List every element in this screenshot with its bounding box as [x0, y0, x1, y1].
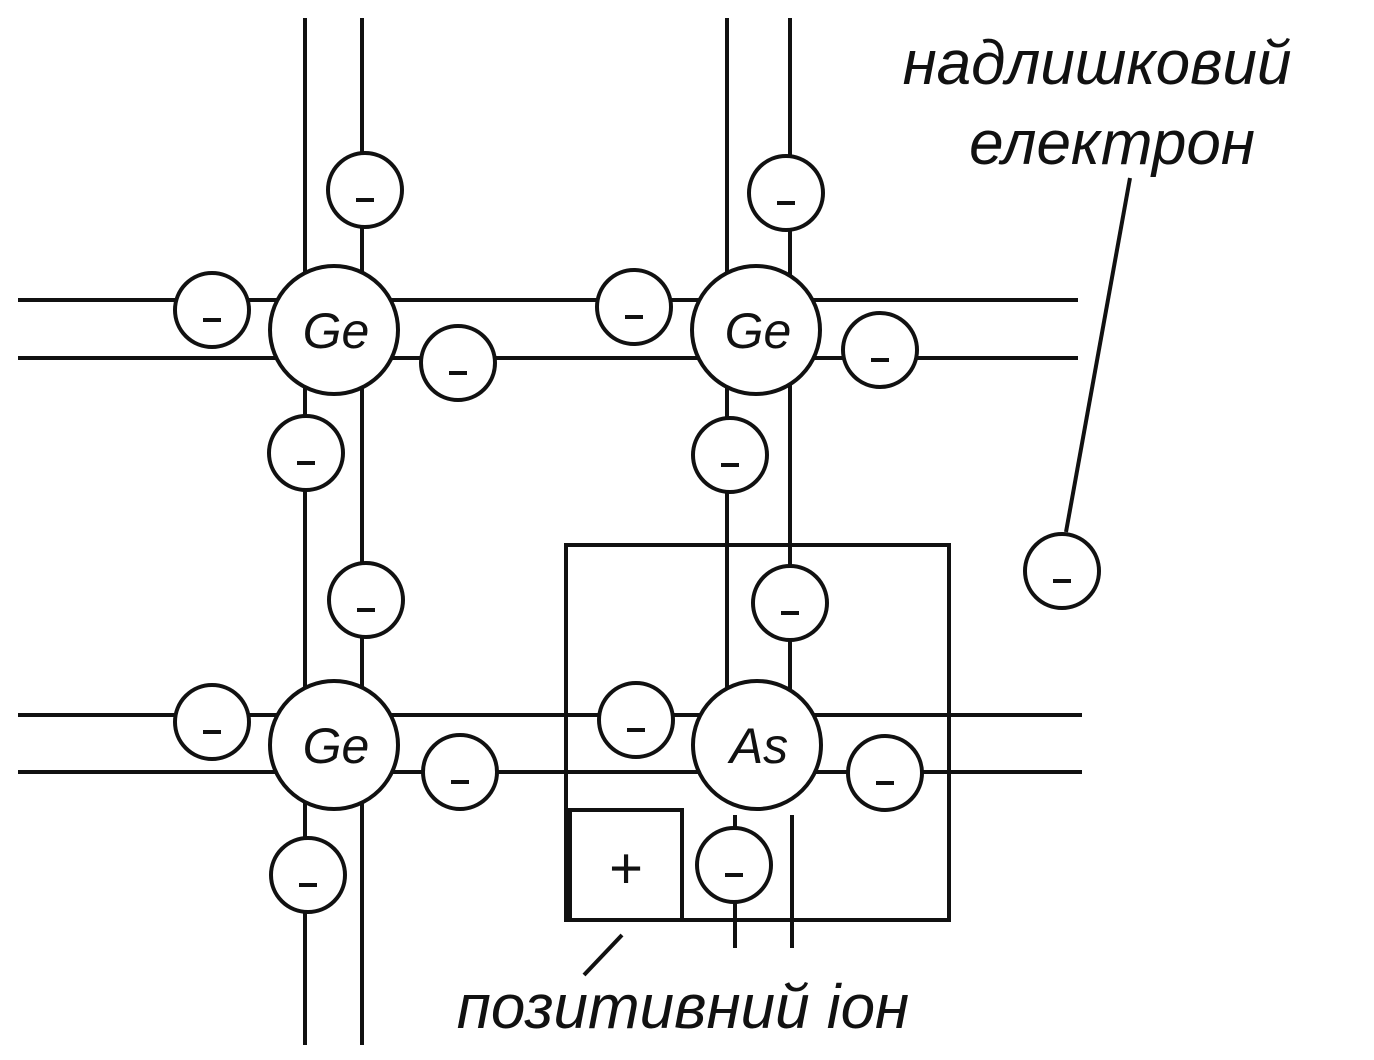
electron-circle	[597, 681, 675, 759]
electron	[419, 324, 497, 402]
positive-ion-sign: +	[609, 836, 643, 901]
electron-circle	[327, 561, 405, 639]
atom-ge-bottom-left: Ge	[268, 679, 400, 811]
electron-circle	[173, 271, 251, 349]
positive-ion-label: позитивний іон	[457, 973, 909, 1042]
excess-electron-leader	[1064, 177, 1132, 533]
electron-circle	[846, 734, 924, 812]
electron	[846, 734, 924, 812]
atom-label: Ge	[303, 718, 370, 774]
electron-circle	[841, 311, 919, 389]
electron	[747, 154, 825, 232]
electron	[595, 268, 673, 346]
electron	[173, 271, 251, 349]
atom-label: Ge	[725, 303, 792, 359]
atom-circle	[691, 679, 823, 811]
atoms: Ge Ge Ge As	[268, 264, 823, 811]
electron	[695, 826, 773, 904]
electron-circle	[691, 416, 769, 494]
electron-circle	[421, 733, 499, 811]
atom-label: Ge	[303, 303, 370, 359]
electron	[269, 836, 347, 914]
electrons	[173, 151, 1101, 914]
excess-electron-label-line2: електрон	[969, 109, 1255, 178]
electron-circle	[751, 564, 829, 642]
excess-electron-label-line1: надлишковий	[903, 29, 1292, 98]
bond-lines	[18, 18, 1082, 1045]
electron	[173, 683, 251, 761]
electron-circle	[747, 154, 825, 232]
electron-circle	[419, 324, 497, 402]
electron	[326, 151, 404, 229]
electron	[841, 311, 919, 389]
atom-as-impurity: As	[691, 679, 823, 811]
atom-ge-top-left: Ge	[268, 264, 400, 396]
electron-circle	[1023, 532, 1101, 610]
impurity-outline	[564, 543, 951, 922]
electron	[691, 416, 769, 494]
electron	[597, 681, 675, 759]
electron	[751, 564, 829, 642]
electron	[327, 561, 405, 639]
electron	[1023, 532, 1101, 610]
electron-circle	[695, 826, 773, 904]
electron-circle	[326, 151, 404, 229]
atom-circle	[268, 264, 400, 396]
positive-ion-box	[568, 808, 684, 922]
electron-circle	[267, 414, 345, 492]
electron-circle	[173, 683, 251, 761]
electron-circle	[269, 836, 347, 914]
atom-ge-top-right: Ge	[690, 264, 822, 396]
electron-circle	[595, 268, 673, 346]
electron	[267, 414, 345, 492]
atom-label: As	[727, 718, 788, 774]
atom-circle	[268, 679, 400, 811]
atom-circle	[690, 264, 822, 396]
electron	[421, 733, 499, 811]
positive-ion-leader	[582, 933, 624, 977]
